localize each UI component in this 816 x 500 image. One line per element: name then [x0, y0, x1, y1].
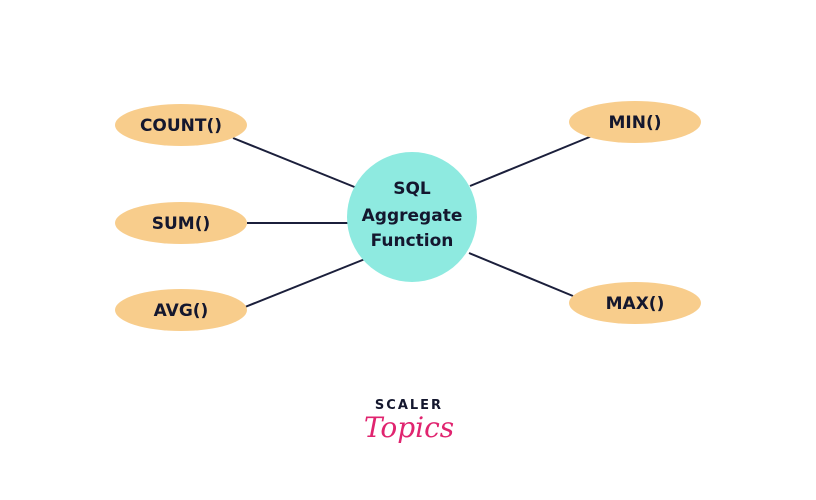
logo-topics-text: Topics: [364, 411, 454, 444]
node-avg: AVG(): [115, 289, 247, 331]
node-max-shape: [569, 282, 701, 324]
logo-scaler-text: SCALER: [375, 398, 443, 413]
node-min-shape: [569, 101, 701, 143]
node-sum-label: SUM(): [152, 214, 211, 234]
node-sum: SUM(): [115, 202, 247, 244]
center-circle: [347, 152, 477, 282]
node-count-label: COUNT(): [140, 116, 222, 136]
node-avg-label: AVG(): [154, 301, 209, 321]
edge-center-min: [469, 135, 593, 187]
scaler-topics-logo: SCALER Topics: [364, 398, 454, 444]
node-max: MAX(): [569, 282, 701, 324]
node-avg-shape: [115, 289, 247, 331]
node-count-shape: [115, 104, 247, 146]
center-label-line-2: Aggregate: [362, 206, 463, 226]
center-node: SQL Aggregate Function: [347, 152, 477, 282]
center-label-line-3: Function: [371, 231, 454, 251]
edge-center-count: [232, 137, 358, 189]
node-min: MIN(): [569, 101, 701, 143]
node-count: COUNT(): [115, 104, 247, 146]
edge-center-avg: [244, 258, 366, 308]
node-min-label: MIN(): [608, 113, 661, 133]
node-max-label: MAX(): [606, 294, 665, 314]
node-sum-shape: [115, 202, 247, 244]
edges: [232, 135, 593, 308]
center-label-line-1: SQL: [393, 179, 431, 199]
edge-center-max: [468, 252, 574, 297]
